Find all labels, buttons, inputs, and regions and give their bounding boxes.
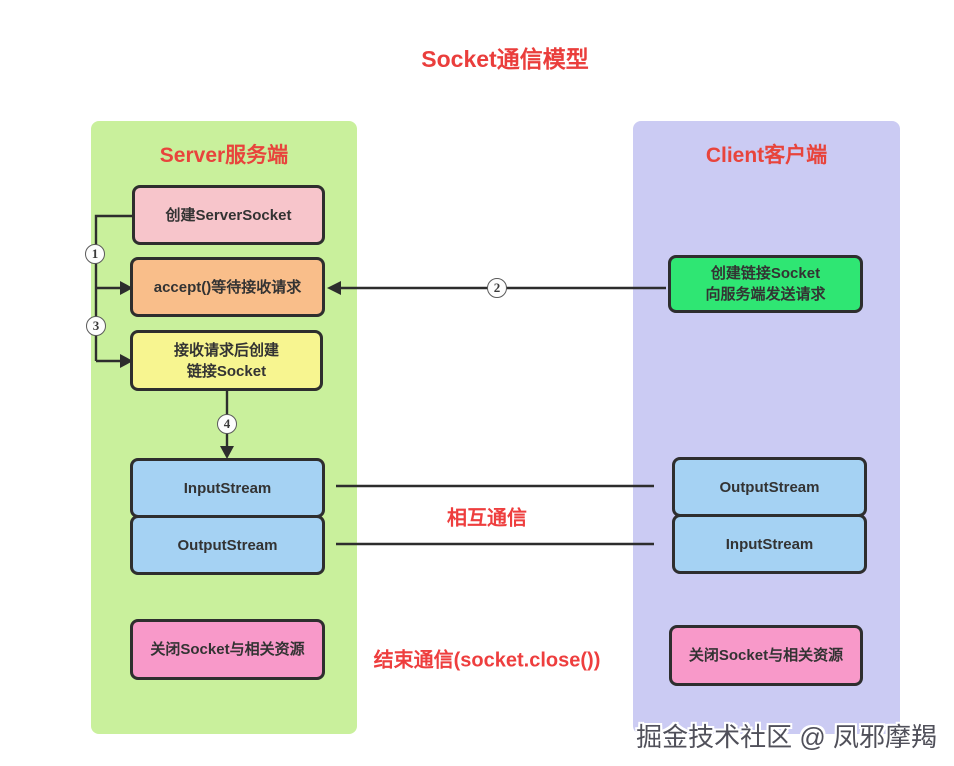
server-panel: Server服务端 创建ServerSocket accept()等待接收请求 … — [91, 121, 357, 734]
step-marker-1: 1 — [85, 244, 105, 264]
server-panel-title: Server服务端 — [159, 144, 289, 167]
server-box-create-serversocket: 创建ServerSocket — [132, 185, 325, 245]
step-marker-2: 2 — [487, 278, 507, 298]
client-box-close-socket: 关闭Socket与相关资源 — [669, 625, 863, 686]
server-box-inputstream: InputStream — [130, 458, 325, 518]
client-box-create-socket-send-request: 创建链接Socket 向服务端发送请求 — [668, 255, 863, 313]
client-box-outputstream: OutputStream — [672, 457, 867, 517]
diagram-title: Socket通信模型 — [421, 46, 589, 72]
server-box-create-link-socket: 接收请求后创建 链接Socket — [130, 330, 323, 391]
mutual-communication-label: 相互通信 — [447, 507, 527, 530]
client-box-inputstream: InputStream — [672, 514, 867, 574]
step-marker-4: 4 — [217, 414, 237, 434]
client-panel-title: Client客户端 — [705, 144, 828, 167]
watermark: 掘金技术社区 @ 凤邪摩羯 — [636, 722, 937, 752]
server-box-close-socket: 关闭Socket与相关资源 — [130, 619, 325, 680]
end-communication-label: 结束通信(socket.close()) — [373, 649, 601, 672]
server-box-accept-wait-request: accept()等待接收请求 — [130, 257, 325, 317]
server-box-outputstream: OutputStream — [130, 515, 325, 575]
step-marker-3: 3 — [86, 316, 106, 336]
client-panel: Client客户端 创建链接Socket 向服务端发送请求 OutputStre… — [633, 121, 900, 734]
